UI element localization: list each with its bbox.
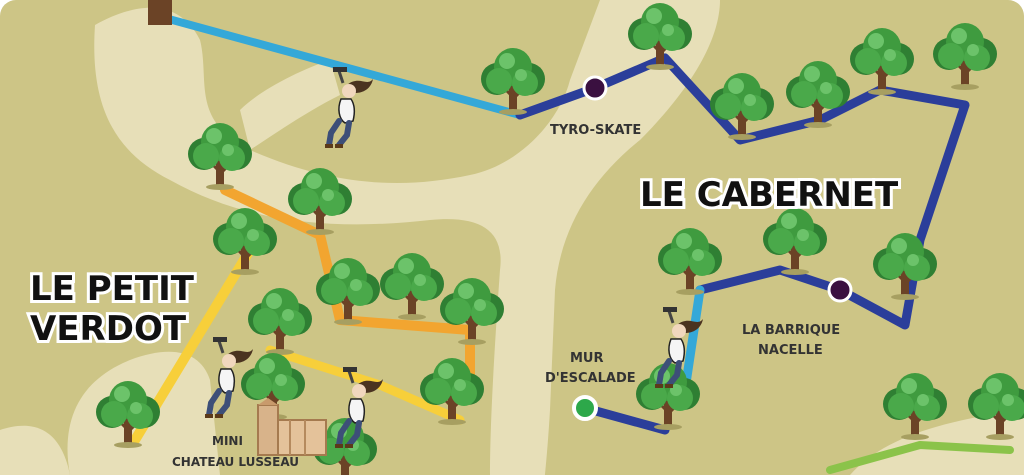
activity-label-barrique-line2: NACELLE: [758, 343, 823, 358]
chateau-icon: [257, 398, 327, 456]
tree-trunk-top: [148, 0, 172, 25]
activity-label-barrique-line1: LA BARRIQUE: [742, 323, 840, 338]
activity-label-tyro-skate: TYRO-SKATE: [550, 123, 641, 138]
mur-escalade-route: [680, 285, 705, 395]
course-label-cabernet: LE CABERNET: [640, 175, 899, 215]
course-label-petit-verdot-line2: VERDOT: [30, 309, 187, 349]
trees: [94, 0, 1024, 475]
extra-route: [826, 441, 1014, 474]
activity-label-mini-line1: MINI: [212, 434, 243, 448]
station-marker-icon[interactable]: [582, 75, 608, 101]
start-marker-icon[interactable]: [572, 395, 598, 421]
activity-label-mur-line1: MUR: [570, 351, 604, 366]
course-label-petit-verdot-line1: LE PETIT: [30, 269, 195, 309]
station-marker-icon[interactable]: [827, 277, 853, 303]
cabernet-route-lower: [580, 403, 670, 435]
activity-label-mini-line2: CHATEAU LUSSEAU: [172, 455, 299, 469]
zipline-route: [161, 14, 524, 119]
activity-label-mur-line2: D'ESCALADE: [545, 371, 636, 386]
